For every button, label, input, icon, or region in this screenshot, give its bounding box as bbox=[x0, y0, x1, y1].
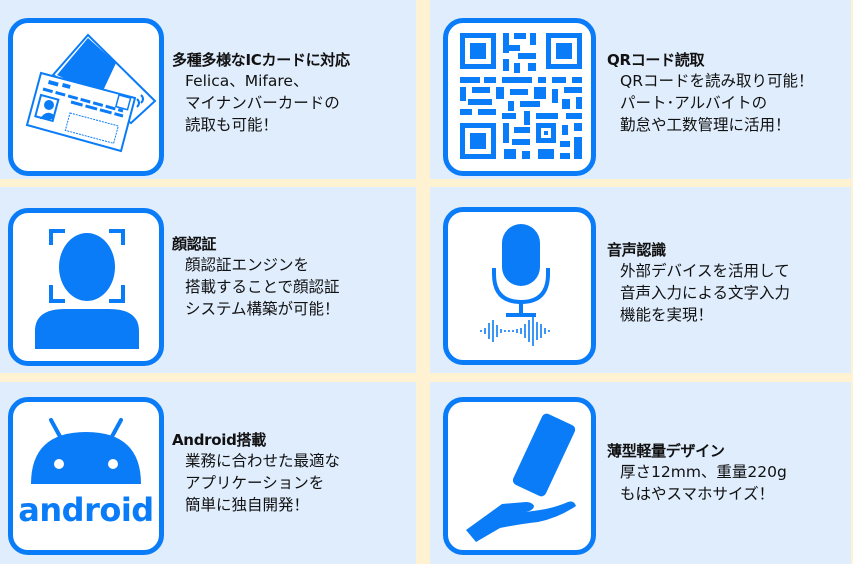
feature-voice-text: 音声認識 外部デバイスを活用して 音声入力による文字入力 機能を実現！ bbox=[607, 240, 790, 326]
feature-description-line: 勤怠や工数管理に活用！ bbox=[620, 116, 791, 134]
feature-description-line: 業務に合わせた最適な bbox=[185, 452, 341, 470]
feature-description-line: アプリケーションを bbox=[185, 474, 325, 492]
feature-description-line: Felica、Mifare、 bbox=[185, 72, 309, 90]
ic-card-icon-box bbox=[8, 18, 164, 176]
android-logo-text: android bbox=[18, 491, 154, 529]
feature-title: 薄型軽量デザイン bbox=[607, 442, 725, 460]
feature-title: Android搭載 bbox=[172, 431, 266, 449]
android-icon-box: android bbox=[8, 397, 164, 555]
ic-card-icon bbox=[25, 33, 157, 153]
feature-description-line: 搭載することで顔認証 bbox=[185, 278, 340, 296]
feature-title: 多種多様なICカードに対応 bbox=[172, 51, 350, 69]
feature-description-line: QRコードを読み取り可能！ bbox=[620, 72, 814, 90]
feature-description-line: 顔認証エンジンを bbox=[185, 256, 310, 274]
feature-description-line: システム構築が可能！ bbox=[185, 300, 340, 318]
hand-phone-icon bbox=[466, 413, 576, 542]
feature-qr-text: QRコード読取 QRコードを読み取り可能！ パート･アルバイトの 勤怠や工数管理… bbox=[607, 50, 813, 136]
feature-description-line: 機能を実現！ bbox=[620, 306, 714, 324]
feature-title: 顔認証 bbox=[172, 235, 217, 253]
feature-description-line: パート･アルバイトの bbox=[620, 94, 768, 112]
feature-title: QRコード読取 bbox=[607, 51, 705, 69]
feature-thin-text: 薄型軽量デザイン 厚さ12mm、重量220g もはやスマホサイズ！ bbox=[607, 441, 787, 505]
microphone-icon bbox=[480, 224, 550, 346]
feature-description-line: 外部デバイスを活用して bbox=[620, 262, 790, 280]
feature-face-text: 顔認証 顔認証エンジンを 搭載することで顔認証 システム構築が可能！ bbox=[172, 234, 340, 320]
face-recognition-icon bbox=[35, 229, 139, 349]
microphone-icon-box bbox=[443, 207, 596, 365]
android-icon bbox=[31, 418, 141, 484]
feature-description-line: 簡単に独自開発！ bbox=[185, 496, 310, 514]
feature-description-line: 厚さ12mm、重量220g bbox=[620, 463, 787, 481]
feature-description-line: もはやスマホサイズ！ bbox=[620, 485, 775, 503]
qr-code-icon bbox=[460, 33, 582, 159]
feature-title: 音声認識 bbox=[607, 241, 666, 259]
feature-description-line: マイナンバーカードの bbox=[185, 94, 340, 112]
hand-phone-icon-box bbox=[443, 397, 596, 555]
feature-description-line: 音声入力による文字入力 bbox=[620, 284, 791, 302]
feature-ic-card-text: 多種多様なICカードに対応 Felica、Mifare、 マイナンバーカードの … bbox=[172, 50, 350, 136]
feature-description-line: 読取も可能！ bbox=[185, 116, 279, 134]
qr-code-icon-box bbox=[443, 18, 596, 176]
feature-android-text: Android搭載 業務に合わせた最適な アプリケーションを 簡単に独自開発！ bbox=[172, 430, 340, 516]
face-recognition-icon-box bbox=[8, 208, 164, 366]
